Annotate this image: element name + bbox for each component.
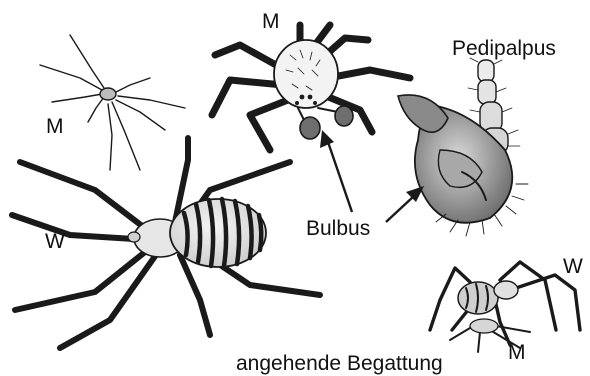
male-cephalothorax (274, 40, 338, 108)
label-male-top: M (262, 11, 280, 32)
arrow-to-male-bulbus (320, 130, 352, 212)
label-pedipalpus: Pedipalpus (452, 38, 556, 59)
large-male-spider (212, 25, 410, 150)
pedipalpus-closeup (398, 58, 528, 236)
caption-mating: angehende Begattung (236, 353, 443, 374)
arrow-to-closeup-bulbus (386, 186, 424, 222)
male-bulbus-right (335, 106, 353, 126)
small-male-spider (40, 35, 185, 170)
mating-pair (430, 262, 580, 352)
label-male-small: M (46, 116, 64, 137)
label-female-mating: W (563, 256, 583, 277)
small-male-body (100, 88, 116, 100)
label-bulbus: Bulbus (306, 218, 370, 239)
label-male-mating: M (508, 342, 526, 363)
label-female: W (45, 231, 65, 252)
mating-male-body (470, 319, 498, 333)
male-bulbus-left (300, 117, 320, 139)
